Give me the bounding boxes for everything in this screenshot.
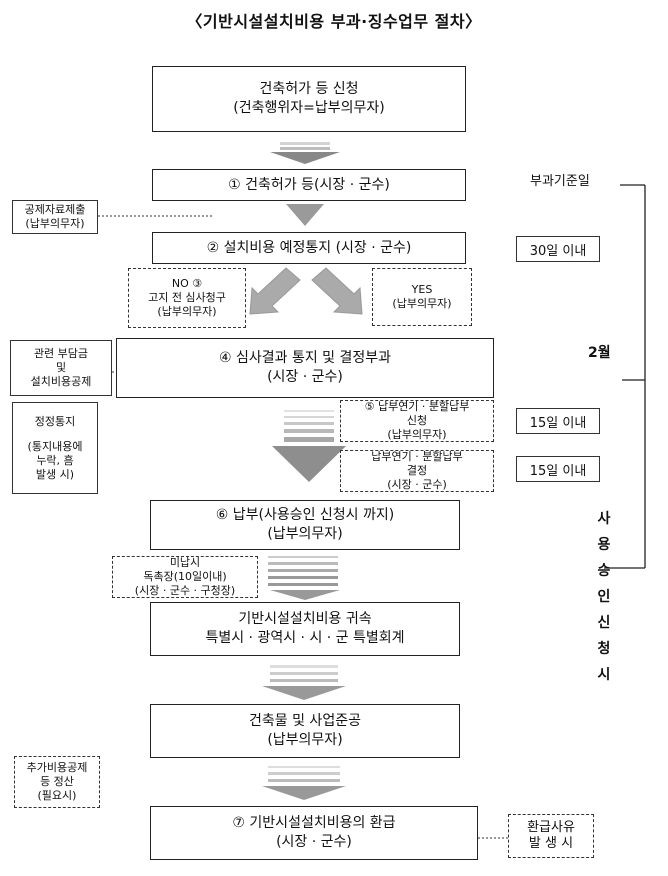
note-unpaid-reminder: 미납시 독촉장(10일이내) (시장 · 군수 · 구청장) — [112, 556, 258, 598]
period-bracket — [604, 184, 646, 569]
note-text: (통지내용에 — [27, 440, 83, 454]
note-text: 결정 — [406, 464, 428, 478]
note-text: 납부연기 · 분할납부 — [371, 450, 463, 464]
note-related-charges: 관련 부담금 및 설치비용공제 — [10, 340, 112, 396]
step-text: 건축물 및 사업준공 — [249, 713, 361, 730]
note-text: (납부의무자) — [25, 217, 85, 230]
label-within-15-days-a: 15일 이내 — [516, 408, 600, 434]
note-text: 독촉장(10일이내) — [143, 570, 227, 584]
step-text: 기반시설설치비용 귀속 — [238, 611, 372, 628]
label-within-30-days: 30일 이내 — [516, 236, 600, 262]
note-text: (필요시) — [37, 788, 77, 802]
note-text: 설치비용공제 — [30, 374, 92, 388]
diagonal-arrow-icon — [311, 267, 363, 315]
step-text: 특별시 · 광역시 · 시 · 군 특별회계 — [205, 630, 405, 646]
note-deduction-submit: 공제자료제출 (납부의무자) — [12, 200, 98, 234]
note-extra-settlement: 추가비용공제 등 정산 (필요시) — [14, 756, 100, 808]
note-text: 발생 시) — [35, 467, 75, 481]
step-text: ② 설치비용 예정통지 (시장 · 군수) — [206, 239, 412, 256]
step-text: (납부의무자) — [267, 732, 343, 748]
label-base-date: 부과기준일 — [530, 174, 590, 189]
note-text: (납부의무자) — [392, 297, 452, 310]
note-text: (시장 · 군수) — [387, 477, 447, 491]
note-text: 추가비용공제 — [26, 761, 88, 775]
step-review-result: ④ 심사결과 통지 및 결정부과 (시장 · 군수) — [116, 338, 494, 398]
note-text: (납부의무자) — [387, 427, 447, 441]
note-text: NO ③ — [171, 277, 203, 291]
step-text: (시장 · 군수) — [276, 834, 352, 850]
down-arrow-icon — [262, 665, 346, 700]
label-within-15-days-b: 15일 이내 — [516, 456, 600, 482]
label-use-approval-vertical: 사 용 승 인 신 청 시 — [594, 506, 614, 688]
step-text: (납부의무자) — [267, 526, 343, 542]
note-text: 관련 부담금 — [33, 347, 89, 361]
note-yes: YES (납부의무자) — [372, 268, 472, 326]
page-title: 〈기반시설설치비용 부과·징수업무 절차〉 — [186, 12, 482, 31]
down-arrow-icon — [272, 410, 346, 482]
note-text: 등 정산 — [40, 775, 74, 789]
step-text: 건축허가 등 신청 — [259, 81, 359, 98]
step-text: (건축행위자=납부의무자) — [233, 100, 385, 116]
note-text: ⑤ 납부연기 · 분할납부 — [364, 400, 470, 414]
vertical-char: 청 — [597, 641, 611, 657]
note-delay-request: ⑤ 납부연기 · 분할납부 신청 (납부의무자) — [340, 400, 494, 442]
down-arrow-icon — [286, 204, 324, 226]
note-text: 발 생 시 — [528, 836, 574, 851]
note-text: 공제자료제출 — [24, 203, 86, 217]
vertical-char: 시 — [597, 667, 611, 683]
step-text: ⑥ 납부(사용승인 신청시 까지) — [215, 507, 395, 524]
down-arrow-icon — [262, 766, 346, 800]
step-refund: ⑦ 기반시설설치비용의 환급 (시장 · 군수) — [150, 806, 478, 860]
vertical-char: 승 — [597, 563, 611, 579]
note-text: 환급사유 — [527, 819, 575, 835]
note-text: YES — [411, 283, 433, 297]
note-text: 미납시 — [169, 556, 201, 570]
note-text: 정정통지 — [34, 414, 76, 428]
step-text: ① 건축허가 등(시장 · 군수) — [228, 176, 390, 193]
step-text: (시장 · 군수) — [267, 369, 343, 385]
note-no-review: NO ③ 고지 전 심사청구 (납부의무자) — [128, 268, 246, 328]
step-completion: 건축물 및 사업준공 (납부의무자) — [150, 704, 460, 758]
note-refund-reason: 환급사유 발 생 시 — [508, 814, 594, 858]
note-text: 고지 전 심사청구 — [148, 291, 226, 305]
step-building-permit: ① 건축허가 등(시장 · 군수) — [152, 169, 466, 201]
vertical-char: 용 — [597, 537, 611, 553]
note-text: (시장 · 군수 · 구청장) — [134, 583, 236, 597]
label-two-months: 2월 — [588, 345, 611, 361]
step-attribution: 기반시설설치비용 귀속 특별시 · 광역시 · 시 · 군 특별회계 — [150, 602, 460, 656]
vertical-char: 신 — [597, 615, 611, 631]
down-arrow-icon — [270, 142, 340, 164]
vertical-char: 인 — [597, 589, 611, 605]
step-text: ④ 심사결과 통지 및 결정부과 — [218, 350, 392, 367]
step-cost-notice: ② 설치비용 예정통지 (시장 · 군수) — [152, 232, 466, 264]
note-delay-decision: 납부연기 · 분할납부 결정 (시장 · 군수) — [340, 450, 494, 492]
step-permit-application: 건축허가 등 신청 (건축행위자=납부의무자) — [152, 66, 466, 132]
step-payment: ⑥ 납부(사용승인 신청시 까지) (납부의무자) — [150, 500, 460, 550]
note-text: 및 — [55, 361, 67, 375]
note-text: 신청 — [406, 414, 428, 428]
diagonal-arrow-icon — [249, 267, 301, 315]
note-text: (납부의무자) — [157, 304, 217, 318]
down-arrow-icon — [268, 556, 340, 600]
note-correction: 정정통지 (통지내용에 누락, 흠 발생 시) — [12, 402, 98, 494]
step-text: ⑦ 기반시설설치비용의 환급 — [232, 815, 396, 832]
vertical-char: 사 — [597, 511, 611, 527]
note-text: 누락, 흠 — [36, 454, 74, 467]
